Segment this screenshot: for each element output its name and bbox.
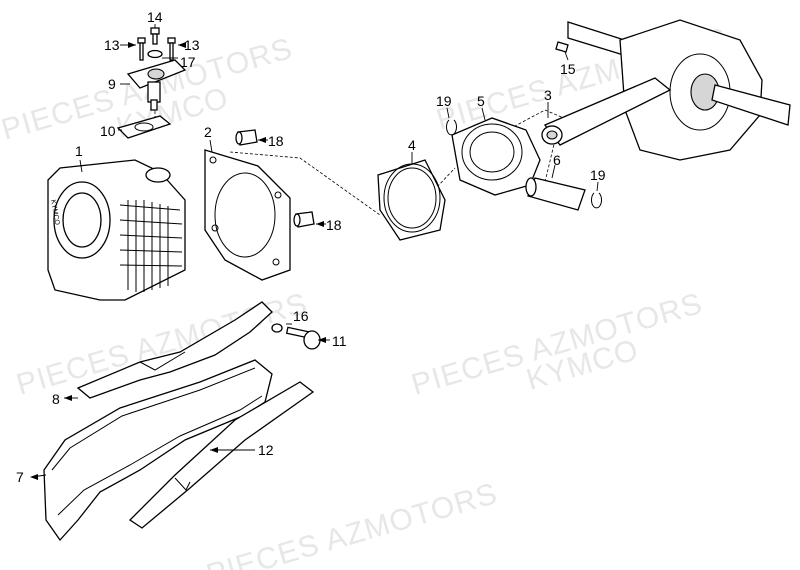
- callout-1: 1: [75, 143, 83, 159]
- part-cylinder-gasket-2: [204, 149, 291, 281]
- callout-8: 8: [52, 391, 60, 407]
- callout-labels: 1 2 3 4 5 6 7 8 9 10 11 12 13 13 14 15 1…: [16, 9, 606, 485]
- cylinder-marking: KYMCO: [49, 199, 60, 226]
- callout-2: 2: [204, 124, 212, 140]
- part-bolt-13-left: [137, 37, 146, 61]
- part-gasket-10: [116, 115, 172, 139]
- part-bolt-14: [150, 27, 160, 45]
- callout-16: 16: [293, 308, 309, 324]
- callout-10: 10: [100, 123, 116, 139]
- part-washer-17: [147, 49, 163, 59]
- part-tensioner-9: [126, 59, 187, 111]
- part-bolt-11: [285, 326, 321, 350]
- callout-19-top: 19: [436, 93, 452, 109]
- callout-5: 5: [477, 93, 485, 109]
- part-piston-5: [451, 117, 541, 196]
- part-chain-guide-8: [76, 301, 273, 399]
- part-dowel-pin-18-bottom: [293, 211, 315, 228]
- callout-17: 17: [180, 54, 196, 70]
- part-clip-19-bottom: [591, 192, 602, 209]
- callout-13-right: 13: [184, 37, 200, 53]
- part-clip-19-top: [446, 119, 457, 136]
- callout-11: 11: [332, 333, 347, 349]
- part-piston-pin-6: [525, 177, 586, 211]
- callout-12: 12: [258, 442, 274, 458]
- part-cylinder-1: KYMCO: [47, 159, 186, 301]
- callout-6: 6: [553, 152, 561, 168]
- leader-lines: [30, 24, 599, 480]
- callout-13-left: 13: [104, 37, 120, 53]
- callout-18-top: 18: [268, 133, 284, 149]
- callout-7: 7: [16, 469, 24, 485]
- part-piston-rings-4: [377, 159, 446, 241]
- part-washer-16: [271, 323, 283, 333]
- part-crankshaft-3: [541, 19, 791, 161]
- callout-19-bottom: 19: [590, 167, 606, 183]
- part-bolt-13-right: [167, 37, 176, 61]
- part-chain-guide-12: [128, 381, 315, 529]
- callout-18-bottom: 18: [326, 217, 342, 233]
- callout-3: 3: [544, 87, 552, 103]
- part-dowel-pin-18-top: [235, 129, 258, 146]
- watermark-bottom-line1: PIECES AZMOTORS: [203, 477, 502, 570]
- callout-9: 9: [108, 76, 116, 92]
- callout-4: 4: [408, 137, 416, 153]
- part-key-15: [555, 41, 569, 53]
- callout-15: 15: [560, 61, 576, 77]
- callout-14: 14: [147, 9, 163, 25]
